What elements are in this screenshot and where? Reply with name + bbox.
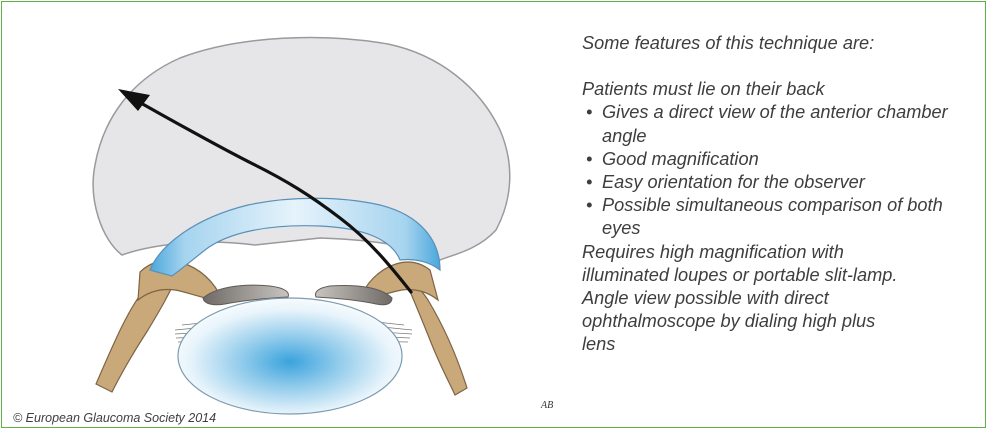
feature-item: Easy orientation for the observer bbox=[582, 171, 982, 194]
features-line: illuminated loupes or portable slit-lamp… bbox=[582, 264, 982, 287]
features-list: Gives a direct view of the anterior cham… bbox=[582, 101, 982, 240]
crystalline-lens bbox=[178, 298, 402, 414]
features-line: ophthalmoscope by dialing high plus bbox=[582, 310, 982, 333]
feature-item: Possible simultaneous comparison of both… bbox=[582, 194, 982, 240]
features-line: lens bbox=[582, 333, 982, 356]
artist-signature: AB bbox=[540, 400, 553, 411]
features-line: Angle view possible with direct bbox=[582, 287, 982, 310]
features-panel: Some features of this technique are: Pat… bbox=[582, 32, 982, 357]
features-intro: Some features of this technique are: bbox=[582, 32, 982, 55]
feature-item: Good magnification bbox=[582, 148, 982, 171]
copyright-notice: © European Glaucoma Society 2014 bbox=[13, 411, 216, 425]
feature-item: Gives a direct view of the anterior cham… bbox=[582, 101, 982, 147]
features-line: Patients must lie on their back bbox=[582, 78, 982, 101]
goniolens-shell bbox=[93, 38, 510, 260]
features-line: Requires high magnification with bbox=[582, 241, 982, 264]
